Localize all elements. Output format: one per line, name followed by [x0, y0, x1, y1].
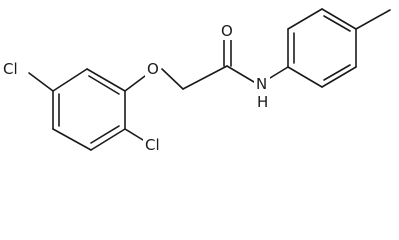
bond-ring1-double-1 [88, 75, 120, 95]
bond-c-cl-left [28, 72, 54, 92]
bond-ring2-b2-b3 [287, 8, 323, 30]
ether-oxygen-backdrop [145, 58, 161, 77]
cl-left-backdrop [2, 58, 28, 78]
bond-ring2-b3-b4 [321, 8, 357, 30]
bond-ring2-b6-b1 [287, 66, 323, 88]
bond-ring1-a6-a1 [52, 68, 88, 92]
bond-ring1-a3-a4 [90, 128, 126, 151]
carbonyl-oxygen-label: O [221, 22, 233, 40]
bond-c-cl-bottom [124, 128, 144, 141]
bond-ring-o [124, 75, 146, 92]
ether-oxygen-label: O [147, 60, 159, 78]
bond-ring2-double-3 [323, 64, 351, 81]
amide-nitrogen-label: N [256, 75, 267, 93]
chemical-structure: Cl Cl O O N H [2, 8, 391, 153]
atom-label-layer: Cl Cl O O N H [2, 20, 270, 153]
bond-n-ring2 [269, 66, 289, 79]
bond-ring1-double-2 [90, 125, 120, 144]
bond-layer [28, 8, 391, 151]
bond-ring1-a1-a2 [86, 68, 126, 92]
bond-o-ch2 [161, 68, 184, 90]
cl-bottom-backdrop [143, 134, 169, 153]
chlorine-left-label: Cl [3, 60, 18, 78]
bond-carbonyl-n [226, 65, 255, 83]
amide-hydrogen-backdrop [254, 91, 270, 111]
carbonyl-oxygen-backdrop [219, 20, 235, 40]
bond-ring2-double-2 [323, 15, 351, 32]
bond-ch2-carbonyl [182, 65, 228, 90]
bond-ring2-methyl [355, 9, 391, 30]
chlorine-bottom-label: Cl [145, 136, 160, 153]
bond-ring2-b5-b6 [321, 66, 357, 88]
amide-nitrogen-backdrop [254, 73, 270, 93]
bond-ring1-a4-a5 [52, 128, 92, 151]
amide-hydrogen-label: H [257, 93, 268, 111]
